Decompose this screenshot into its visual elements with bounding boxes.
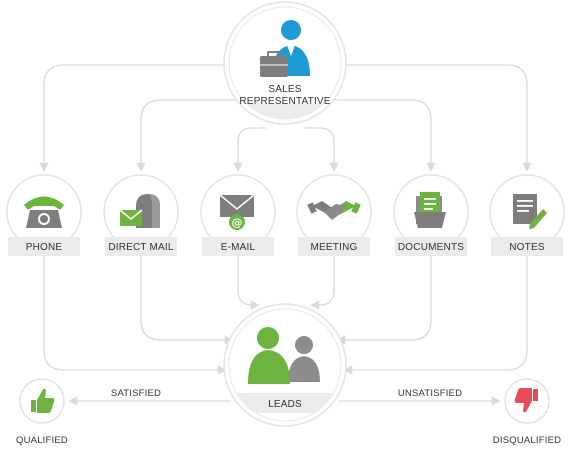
leads-label: LEADS [268, 399, 302, 410]
connector-to-documents [330, 99, 436, 172]
mailbox-icon [119, 194, 160, 228]
center-title-line1: SALES [268, 84, 301, 95]
connector-notes-to-leads [343, 255, 528, 375]
channel-label-band [8, 237, 80, 256]
channel-label-phone: PHONE [26, 242, 63, 253]
handshake-icon [307, 201, 361, 220]
satisfied-label: SATISFIED [111, 388, 161, 399]
telephone-icon [24, 196, 64, 228]
sales-representative-node: SALES REPRESENTATIVE [223, 1, 347, 125]
channel-node-meeting: MEETING [296, 174, 372, 256]
thumbs-up-icon [31, 388, 55, 413]
channel-label-email: E-MAIL [221, 242, 256, 253]
svg-text:@: @ [232, 216, 243, 229]
channel-node-documents: DOCUMENTS [393, 174, 469, 256]
channel-label-band [491, 237, 563, 256]
connector-to-phone [39, 64, 230, 172]
qualified-node: QUALIFIED [16, 378, 68, 446]
businessman-briefcase-icon [260, 20, 310, 77]
connectors [39, 64, 532, 406]
channel-label-documents: DOCUMENTS [398, 242, 464, 253]
connector-email-to-leads [237, 255, 260, 310]
thumbs-down-icon [514, 388, 538, 413]
disqualified-node: DISQUALIFIED [493, 378, 561, 446]
leads-node: LEADS [223, 303, 347, 427]
channel-node-notes: NOTES [489, 174, 565, 256]
channel-label-band [202, 237, 274, 256]
connector-to-notes [340, 64, 532, 172]
connector-to-meeting [304, 127, 339, 172]
channel-node-email: @ E-MAIL [200, 174, 276, 256]
channel-label-band [395, 237, 467, 256]
channel-label-meeting: MEETING [311, 242, 358, 253]
channel-label-band [105, 237, 177, 256]
email-envelope-icon: @ [219, 194, 255, 230]
connector-meeting-to-leads [310, 255, 335, 310]
channel-label-band [298, 237, 370, 256]
channel-node-direct-mail: DIRECT MAIL [103, 174, 179, 256]
disqualified-label: DISQUALIFIED [493, 435, 561, 446]
unsatisfied-label: UNSATISFIED [398, 388, 462, 399]
channel-label-notes: NOTES [509, 242, 545, 253]
connector-documents-to-leads [336, 255, 432, 345]
channel-label-direct-mail: DIRECT MAIL [108, 242, 174, 253]
qualified-label: QUALIFIED [16, 435, 68, 446]
connector-to-email [233, 127, 266, 172]
center-title-line2: REPRESENTATIVE [239, 96, 330, 107]
notes-pencil-icon [513, 194, 547, 229]
connector-phone-to-leads [43, 255, 227, 375]
people-group-icon [248, 327, 320, 384]
connector-to-direct-mail [136, 99, 240, 172]
connector-directmail-to-leads [140, 255, 234, 345]
documents-folder-icon [414, 192, 446, 228]
channel-node-phone: PHONE [6, 174, 82, 256]
